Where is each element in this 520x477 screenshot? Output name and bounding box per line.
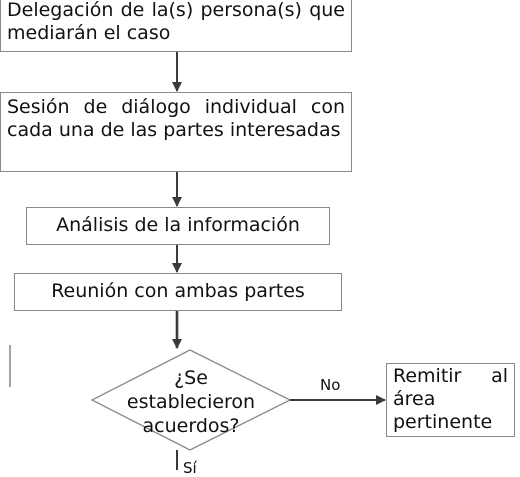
- step-sesion-text: Sesión de diálogo individual con cada un…: [7, 96, 345, 141]
- decision-line-1: ¿Se: [174, 367, 208, 389]
- step-delegacion-text: Delegación de la(s) persona(s) que media…: [7, 0, 345, 44]
- outcome-remitir-text: Remitir al área pertinente: [393, 365, 508, 433]
- decision-text: ¿Se establecieron acuerdos?: [110, 366, 272, 438]
- step-sesion-box: Sesión de diálogo individual con cada un…: [0, 92, 352, 172]
- step-reunion-box: Reunión con ambas partes: [14, 273, 342, 311]
- decision-line-3: acuerdos?: [142, 415, 240, 437]
- label-si: Sí: [183, 459, 197, 477]
- outcome-remitir-box: Remitir al área pertinente: [386, 363, 515, 437]
- step-analisis-box: Análisis de la información: [26, 207, 330, 245]
- step-delegacion-box: Delegación de la(s) persona(s) que media…: [0, 0, 352, 52]
- label-no: No: [320, 376, 341, 394]
- step-reunion-text: Reunión con ambas partes: [51, 280, 305, 302]
- decision-diamond: [90, 349, 292, 451]
- step-analisis-text: Análisis de la información: [56, 214, 300, 236]
- decision-line-2: establecieron: [126, 391, 256, 413]
